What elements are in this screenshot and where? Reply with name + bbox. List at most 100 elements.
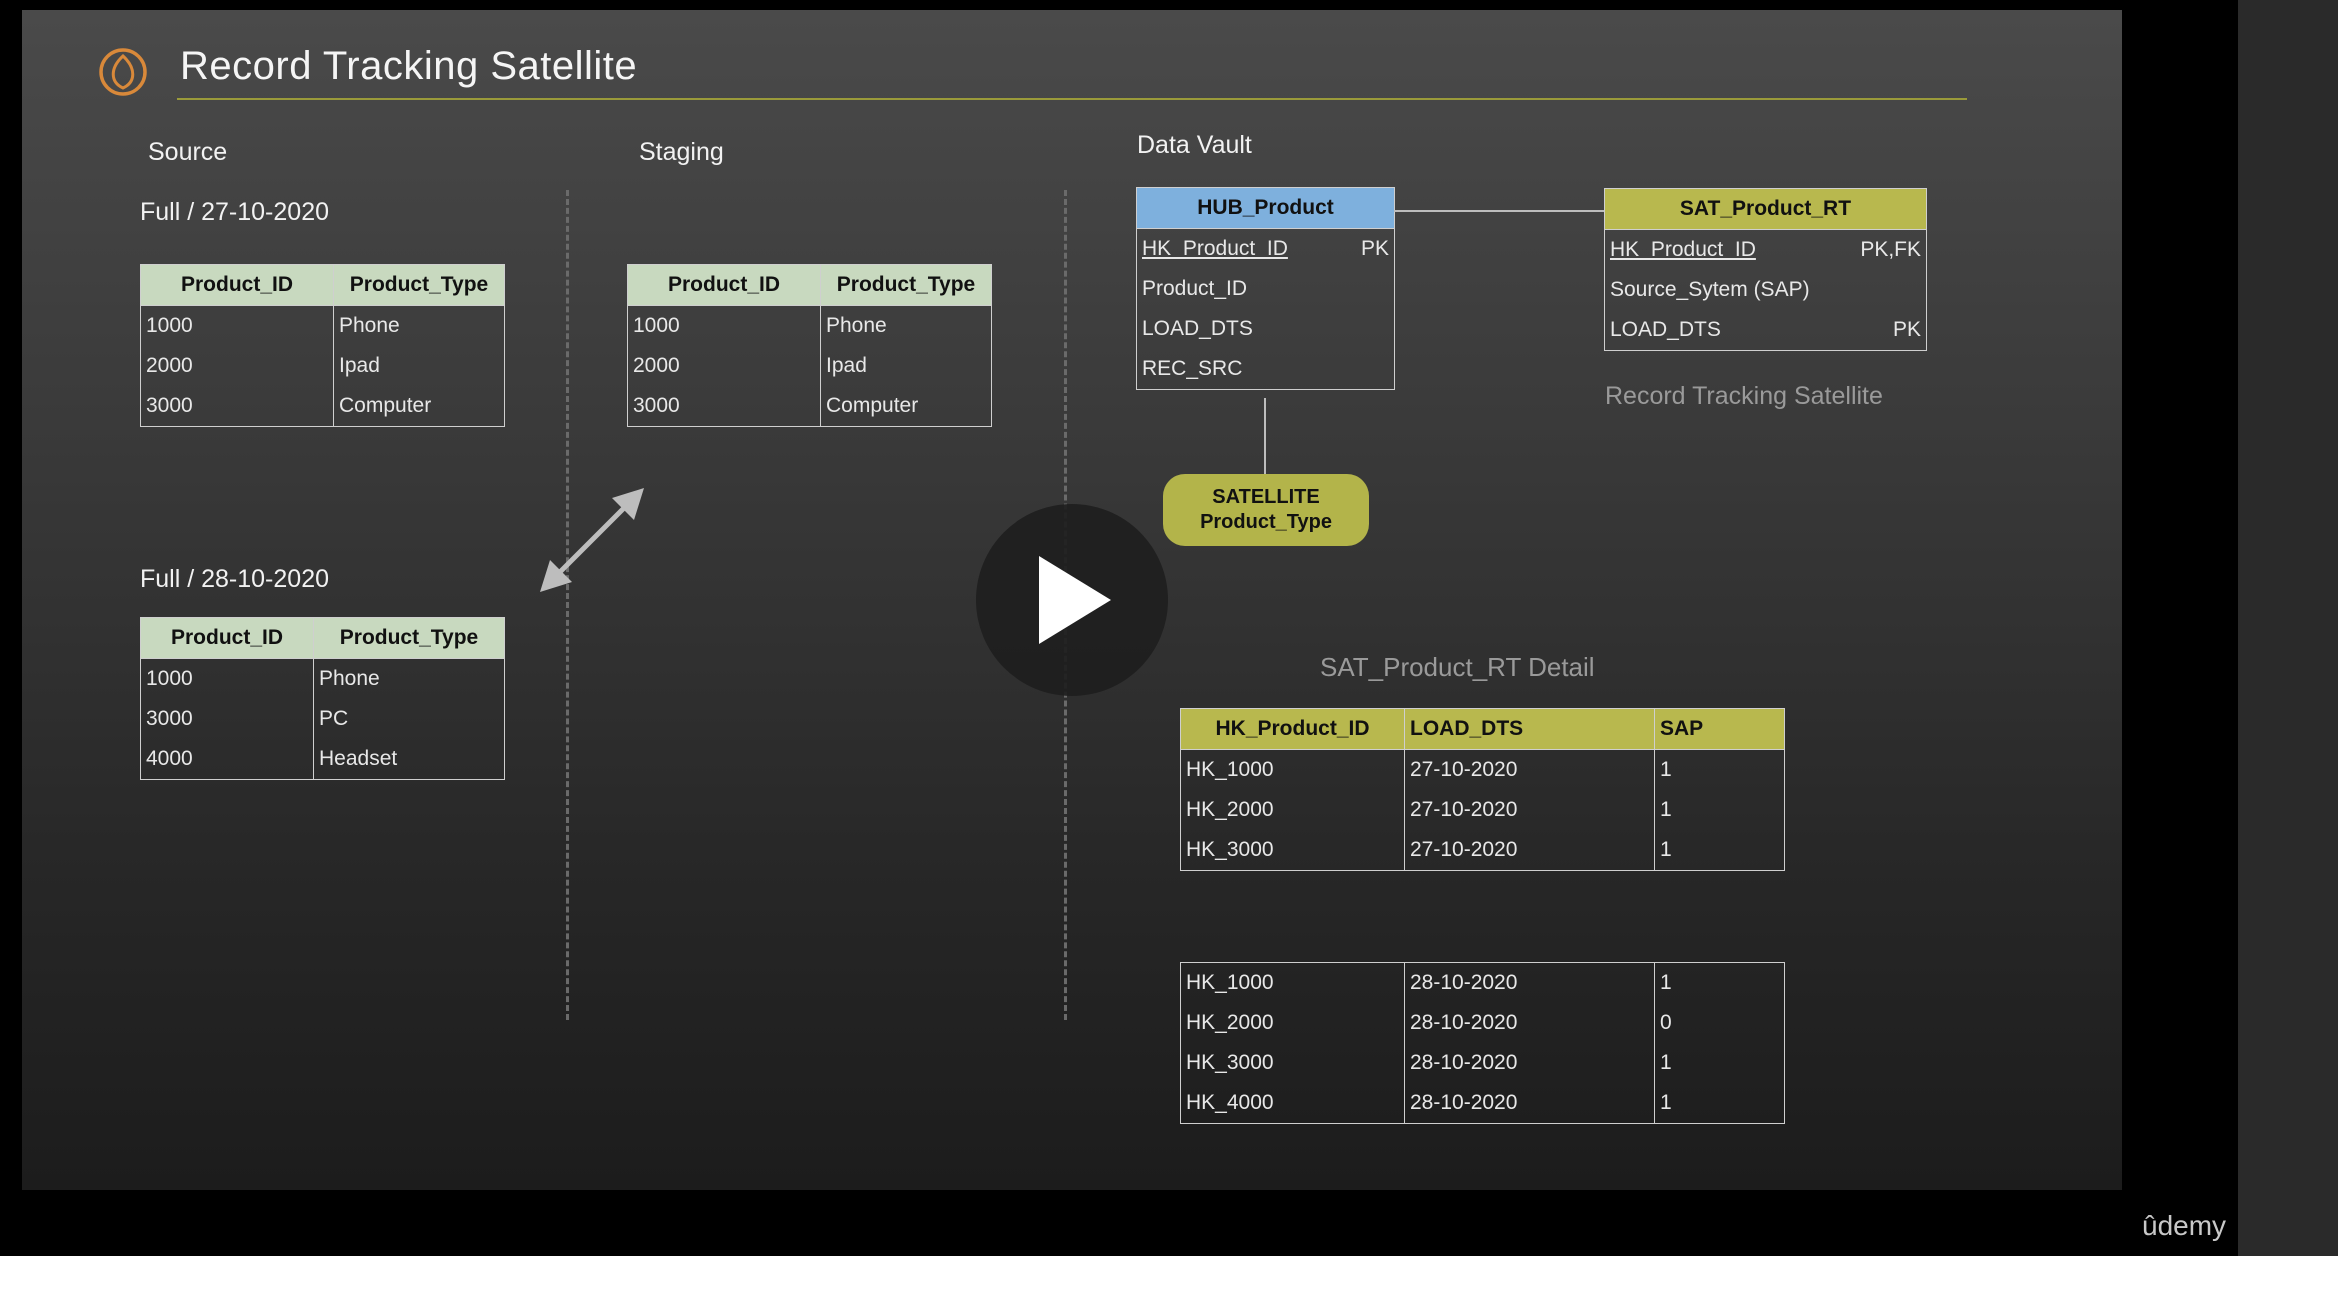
sat-rt-field: Source_Sytem (SAP) <box>1604 270 1927 310</box>
column-header: Product_ID <box>140 617 314 659</box>
hub-field: REC_SRC <box>1136 349 1395 390</box>
cell: 1000 <box>140 305 334 346</box>
cell: 1 <box>1654 830 1785 871</box>
cell: HK_3000 <box>1180 830 1405 871</box>
cell: 2000 <box>627 346 821 386</box>
field-key: PK <box>1360 237 1389 260</box>
cell: 3000 <box>140 699 314 739</box>
table-row: 1000 Phone <box>140 305 505 346</box>
cell: Phone <box>313 658 505 699</box>
cell: Ipad <box>820 346 992 386</box>
cell: HK_2000 <box>1180 790 1405 830</box>
cell: HK_4000 <box>1180 1083 1405 1124</box>
field-name: LOAD_DTS <box>1142 317 1253 340</box>
slide-title: Record Tracking Satellite <box>180 44 638 88</box>
cell: Computer <box>820 386 992 427</box>
source-load1-label: Full / 27-10-2020 <box>140 198 330 226</box>
sat-rt-header: SAT_Product_RT <box>1604 188 1927 230</box>
detail-title: SAT_Product_RT Detail <box>1320 652 1595 682</box>
cell: HK_3000 <box>1180 1043 1405 1083</box>
cell: 1 <box>1654 749 1785 790</box>
column-header: Product_Type <box>820 264 992 306</box>
cell: 1000 <box>627 305 821 346</box>
table-row: 1000 Phone <box>140 658 505 699</box>
cell: 0 <box>1654 1003 1785 1043</box>
udemy-watermark: ûdemy <box>2142 1210 2227 1241</box>
title-underline <box>177 98 1967 100</box>
table-row: 2000 Ipad <box>627 346 992 386</box>
field-key: PK,FK <box>1860 238 1921 261</box>
table-row: HK_2000 28-10-2020 0 <box>1180 1003 1785 1043</box>
source-heading: Source <box>148 138 228 166</box>
satellite-line2: Product_Type <box>1200 511 1332 533</box>
cell: Ipad <box>333 346 505 386</box>
table-row: 1000 Phone <box>627 305 992 346</box>
table-row: HK_1000 27-10-2020 1 <box>1180 749 1785 790</box>
field-name: HK_Product_ID <box>1610 238 1756 261</box>
cell: 1 <box>1654 1083 1785 1124</box>
table-row: 3000 Computer <box>140 386 505 427</box>
cell: 3000 <box>140 386 334 427</box>
sat-rt-field: HK_Product_ID PK,FK <box>1604 229 1927 270</box>
table-row: 3000 Computer <box>627 386 992 427</box>
hub-sat-connector <box>1394 210 1626 212</box>
udemy-logo-icon <box>96 44 150 98</box>
table-row: HK_1000 28-10-2020 1 <box>1180 962 1785 1003</box>
cell: 3000 <box>627 386 821 427</box>
cell: Phone <box>820 305 992 346</box>
staging-table: Product_ID Product_Type 1000 Phone 2000 … <box>627 264 992 427</box>
staging-heading: Staging <box>639 138 724 166</box>
cell: HK_1000 <box>1180 962 1405 1003</box>
table-row: 3000 PC <box>140 699 505 739</box>
play-button[interactable] <box>976 504 1168 696</box>
cell: Computer <box>333 386 505 427</box>
cell: 27-10-2020 <box>1404 830 1655 871</box>
cell: PC <box>313 699 505 739</box>
satellite-line1: SATELLITE <box>1212 486 1320 508</box>
cell: 28-10-2020 <box>1404 1043 1655 1083</box>
source-load2-table: Product_ID Product_Type 1000 Phone 3000 … <box>140 617 505 780</box>
datavault-heading: Data Vault <box>1137 131 1252 159</box>
side-panel <box>2238 0 2338 1256</box>
column-header: Product_Type <box>313 617 505 659</box>
column-header: Product_ID <box>140 264 334 306</box>
cell: 2000 <box>140 346 334 386</box>
field-name: LOAD_DTS <box>1610 318 1721 341</box>
hub-field: LOAD_DTS <box>1136 309 1395 349</box>
hub-satellite-connector <box>1264 398 1266 482</box>
video-player[interactable]: Record Tracking Satellite Source Staging… <box>0 0 2338 1256</box>
cell: HK_1000 <box>1180 749 1405 790</box>
cell: 1 <box>1654 962 1785 1003</box>
cell: HK_2000 <box>1180 1003 1405 1043</box>
cell: 1 <box>1654 1043 1785 1083</box>
table-row: HK_2000 27-10-2020 1 <box>1180 790 1785 830</box>
cell: 1000 <box>140 658 314 699</box>
column-header: LOAD_DTS <box>1404 708 1655 750</box>
separator-source-staging <box>566 190 569 1020</box>
column-header: SAP <box>1654 708 1785 750</box>
cell: 28-10-2020 <box>1404 1083 1655 1124</box>
sat-rt-field: LOAD_DTS PK <box>1604 310 1927 351</box>
cell: 4000 <box>140 739 314 780</box>
hub-header: HUB_Product <box>1136 187 1395 229</box>
field-name: Source_Sytem (SAP) <box>1610 278 1810 301</box>
sat-rt-caption: Record Tracking Satellite <box>1605 382 1883 410</box>
sat-product-rt-entity: SAT_Product_RT HK_Product_ID PK,FK Source… <box>1604 188 1927 351</box>
detail-table-load2: HK_1000 28-10-2020 1 HK_2000 28-10-2020 … <box>1180 962 1785 1124</box>
cell: 1 <box>1654 790 1785 830</box>
satellite-product-type: SATELLITE Product_Type <box>1163 474 1369 546</box>
field-name: REC_SRC <box>1142 357 1243 380</box>
cell: 27-10-2020 <box>1404 749 1655 790</box>
column-header: Product_ID <box>627 264 821 306</box>
double-arrow-icon <box>532 480 652 600</box>
field-key: PK <box>1892 318 1921 341</box>
table-row: HK_3000 28-10-2020 1 <box>1180 1043 1785 1083</box>
source-load1-table: Product_ID Product_Type 1000 Phone 2000 … <box>140 264 505 427</box>
table-row: HK_3000 27-10-2020 1 <box>1180 830 1785 871</box>
table-row: 4000 Headset <box>140 739 505 780</box>
table-row: 2000 Ipad <box>140 346 505 386</box>
hub-field: Product_ID <box>1136 269 1395 309</box>
source-load2-label: Full / 28-10-2020 <box>140 565 330 593</box>
